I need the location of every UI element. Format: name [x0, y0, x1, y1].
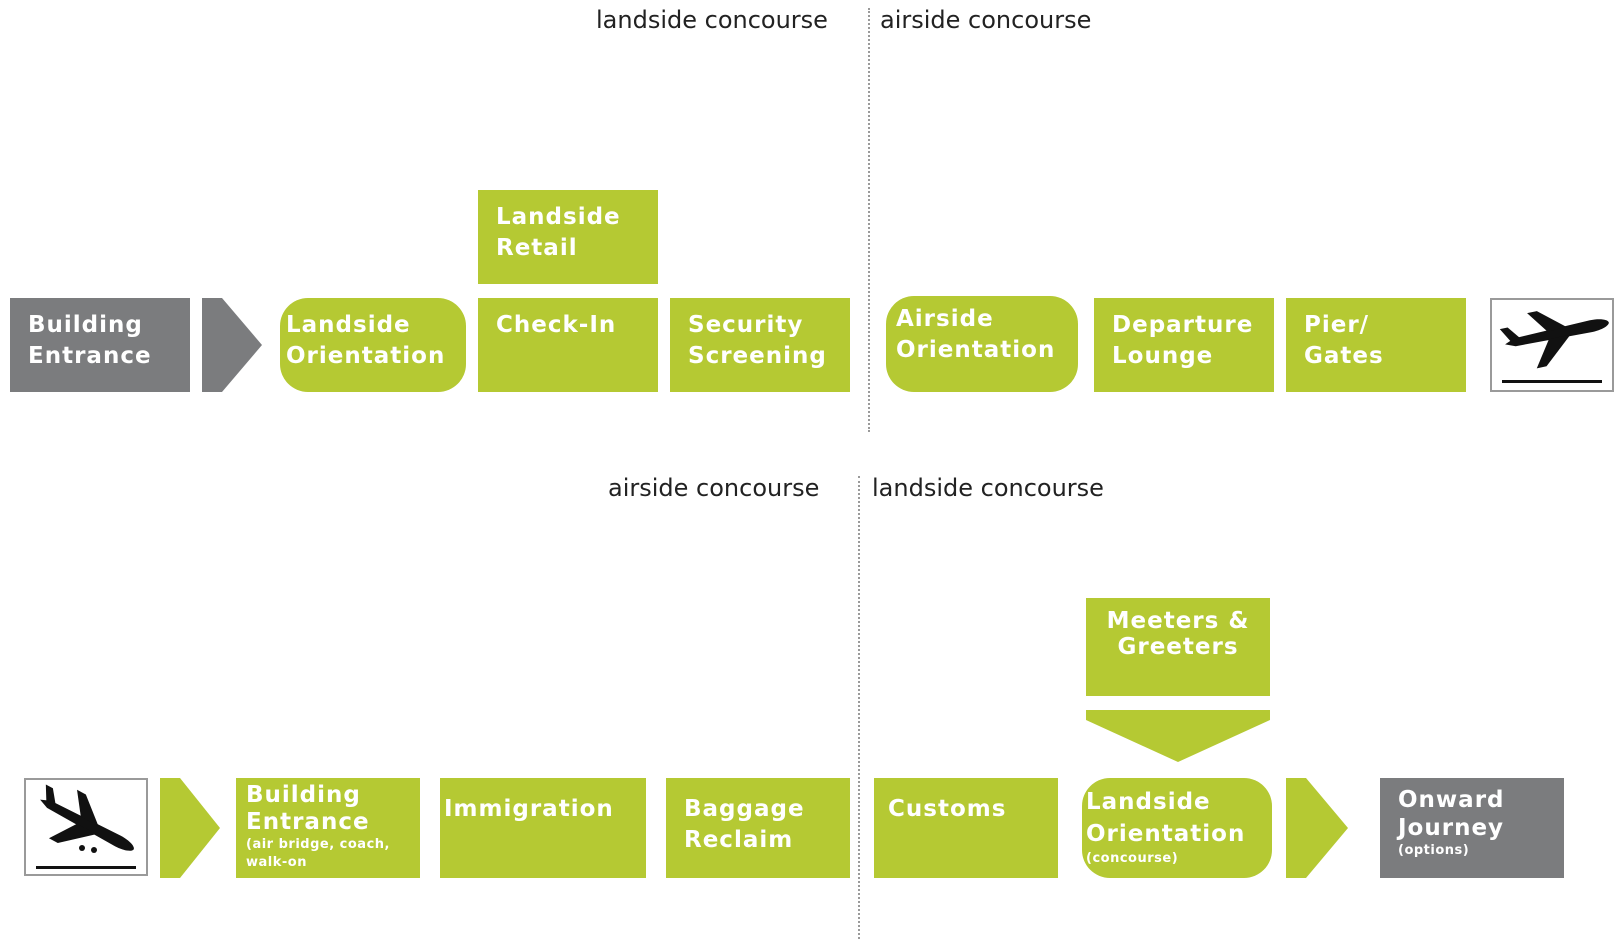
- onward-journey-label: Onward Journey: [1398, 787, 1505, 841]
- down-arrow-icon: [1086, 710, 1270, 762]
- check-in-box: Check-In: [478, 298, 658, 392]
- landside-orientation-label: Landside Orientation: [1086, 789, 1246, 847]
- zone-divider: [868, 8, 870, 432]
- building-entrance-box: Building Entrance: [10, 298, 190, 392]
- landside-orientation-box: Landside Orientation: [280, 298, 466, 392]
- onward-journey-box: Onward Journey (options): [1380, 778, 1564, 878]
- zone-label-landside-concourse-2: landside concourse: [872, 474, 1104, 502]
- building-entrance-box-arrivals: Building Entrance (air bridge, coach, wa…: [236, 778, 420, 878]
- security-screening-box: Security Screening: [670, 298, 850, 392]
- flow-arrow-icon: [1286, 778, 1348, 878]
- landside-retail-box: Landside Retail: [478, 190, 658, 284]
- immigration-box: Immigration: [440, 778, 646, 878]
- zone-divider-2: [858, 476, 860, 939]
- plane-landing-icon: [24, 778, 148, 876]
- meeters-greeters-box: Meeters & Greeters: [1086, 598, 1270, 696]
- zone-label-landside-concourse: landside concourse: [596, 6, 828, 34]
- flow-arrow-icon: [160, 778, 220, 878]
- landside-orientation-box-arrivals: Landside Orientation (concourse): [1082, 778, 1272, 878]
- customs-box: Customs: [874, 778, 1058, 878]
- flow-arrow-icon: [202, 298, 262, 392]
- airside-orientation-box: Airside Orientation: [886, 296, 1078, 392]
- departure-lounge-box: Departure Lounge: [1094, 298, 1274, 392]
- zone-label-airside-concourse: airside concourse: [880, 6, 1092, 34]
- building-entrance-note: (air bridge, coach, walk-on: [246, 837, 390, 870]
- baggage-reclaim-box: Baggage Reclaim: [666, 778, 850, 878]
- landside-orientation-note: (concourse): [1086, 851, 1179, 866]
- building-entrance-label: Building Entrance: [246, 782, 370, 835]
- zone-label-airside-concourse-2: airside concourse: [608, 474, 820, 502]
- onward-journey-note: (options): [1398, 843, 1470, 858]
- plane-takeoff-icon: [1490, 298, 1614, 392]
- pier-gates-box: Pier/ Gates: [1286, 298, 1466, 392]
